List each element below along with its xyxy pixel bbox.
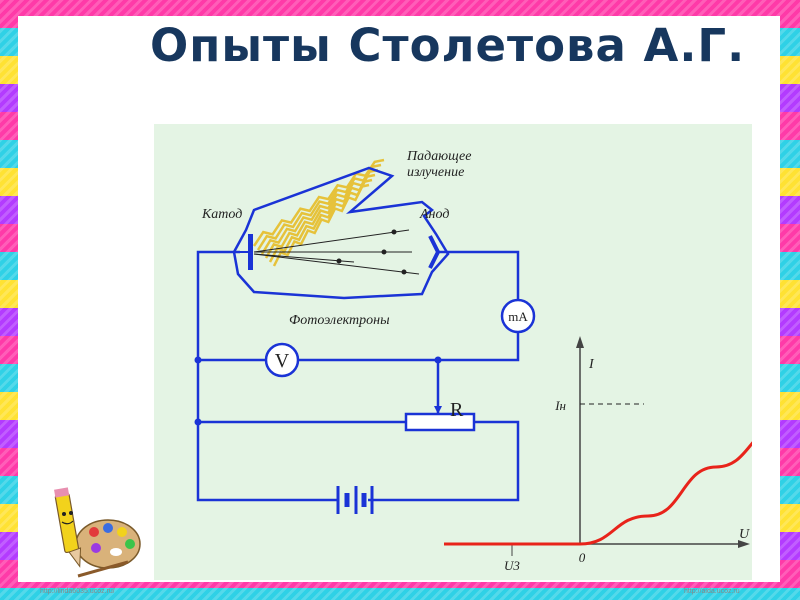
vacuum-tube	[232, 166, 450, 300]
ammeter-label: mA	[508, 309, 528, 324]
radiation-wave	[256, 163, 382, 251]
radiation-label-line1: Падающее	[406, 149, 471, 164]
radiation-wave	[252, 158, 385, 247]
radiation-wave	[268, 178, 373, 263]
brush-icon	[77, 560, 129, 578]
battery	[336, 486, 374, 514]
pencil-palette-clipart	[54, 487, 141, 578]
radiation-wave	[260, 168, 379, 255]
rheostat	[404, 406, 476, 432]
iv-curve	[444, 441, 752, 546]
stoletov-diagram: Падающее излучение Катод Анод Фотоэлектр…	[194, 149, 752, 573]
circuit-wires	[196, 250, 520, 502]
y-axis-arrow	[576, 336, 584, 348]
anode-electrode	[428, 235, 441, 269]
y-axis-label: I	[588, 357, 595, 372]
incident-radiation	[252, 158, 385, 267]
saturation-current-label: Iн	[554, 398, 566, 413]
x-axis-arrow	[738, 540, 750, 548]
origin-label: 0	[579, 550, 586, 565]
slide-title: Опыты Столетова А.Г.	[150, 19, 746, 72]
iv-chart: I U Iн U3 0	[444, 336, 752, 573]
slide: Опыты Столетова А.Г.	[18, 16, 780, 582]
watermark-left: http://linda6035.ucoz.ru/	[40, 588, 115, 595]
ammeter	[500, 298, 536, 334]
radiation-wave	[264, 173, 376, 259]
anode-label: Анод	[419, 207, 449, 222]
x-axis-label: U	[739, 527, 750, 542]
radiation-wave	[272, 183, 370, 267]
watermark-right: http://aida.ucoz.ru	[684, 588, 740, 595]
voltmeter-label: V	[275, 350, 290, 372]
resistor-label: R	[450, 399, 464, 421]
diagram-panel: Падающее излучение Катод Анод Фотоэлектр…	[154, 124, 752, 580]
voltmeter	[264, 342, 300, 378]
palette-icon	[75, 519, 141, 569]
stopping-voltage-label: U3	[504, 558, 520, 573]
pencil-icon	[54, 487, 82, 568]
electron-trajectories	[253, 229, 420, 275]
cathode-electrode	[240, 234, 253, 270]
radiation-label-line2: излучение	[407, 165, 464, 180]
junction-dots	[194, 356, 442, 426]
photoelectrons-label: Фотоэлектроны	[289, 313, 390, 328]
cathode-label: Катод	[201, 207, 242, 222]
